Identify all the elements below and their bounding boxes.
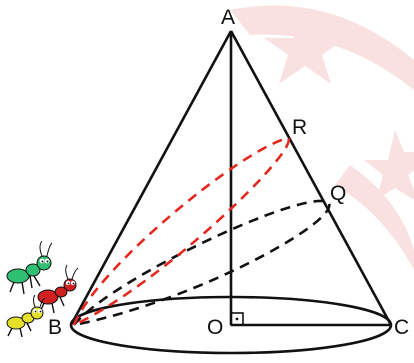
label-B: B	[48, 316, 62, 339]
label-A: A	[221, 6, 235, 29]
ant-yellow-icon	[6, 294, 46, 338]
base-ellipse	[69, 295, 393, 355]
cone	[69, 30, 393, 355]
ant-red-icon	[37, 264, 79, 314]
right-angle-dot	[235, 317, 239, 321]
ant-green-icon	[6, 240, 53, 295]
label-Q: Q	[330, 182, 346, 205]
label-R: R	[292, 116, 307, 139]
watermark-stamp-icon	[230, 5, 414, 270]
black-dashed-path	[72, 199, 331, 327]
label-C: C	[394, 316, 409, 339]
label-O: O	[207, 316, 223, 339]
edge-AC	[229, 30, 393, 326]
red-dashed-path	[72, 136, 290, 327]
edge-AB	[69, 30, 233, 326]
right-angle-mark	[230, 312, 244, 326]
